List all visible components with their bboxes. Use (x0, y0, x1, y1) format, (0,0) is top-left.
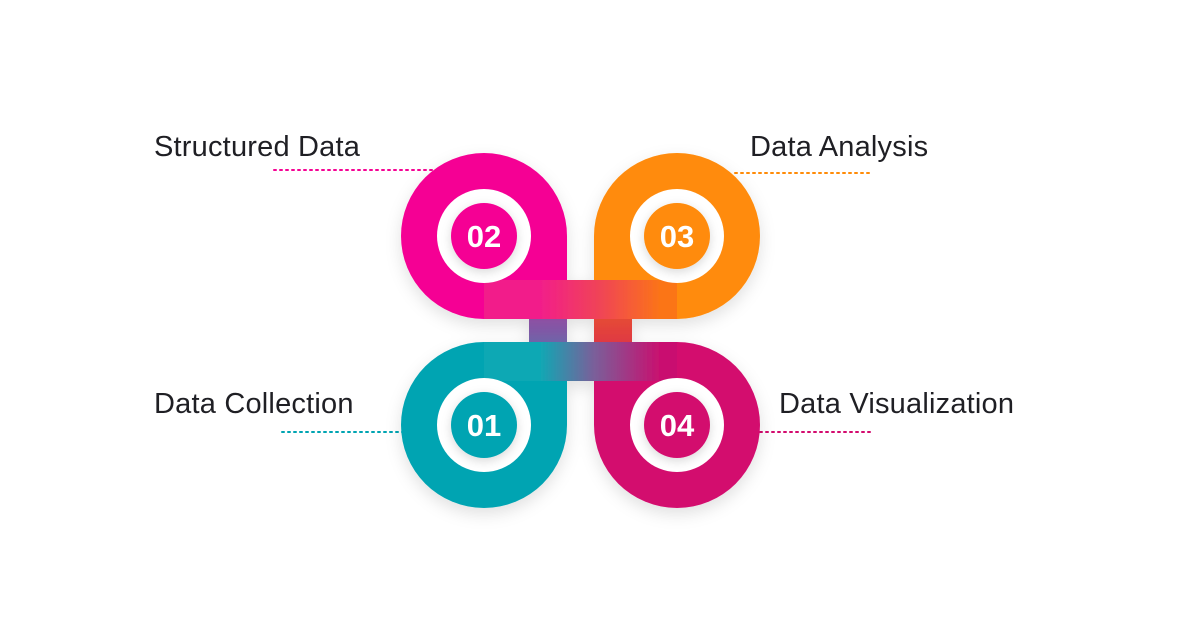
bottom-horizontal-band (484, 342, 677, 381)
badge-number-04: 04 (660, 408, 695, 443)
top-horizontal-band (484, 280, 677, 319)
badge-number-02: 02 (467, 219, 501, 254)
badge-number-01: 01 (467, 408, 501, 443)
step-label-data-analysis: Data Analysis (750, 133, 928, 162)
step-label-data-collection: Data Collection (154, 390, 354, 419)
step-label-data-visualization: Data Visualization (779, 390, 1014, 419)
badge-number-03: 03 (660, 219, 694, 254)
step-label-structured-data: Structured Data (154, 133, 360, 162)
